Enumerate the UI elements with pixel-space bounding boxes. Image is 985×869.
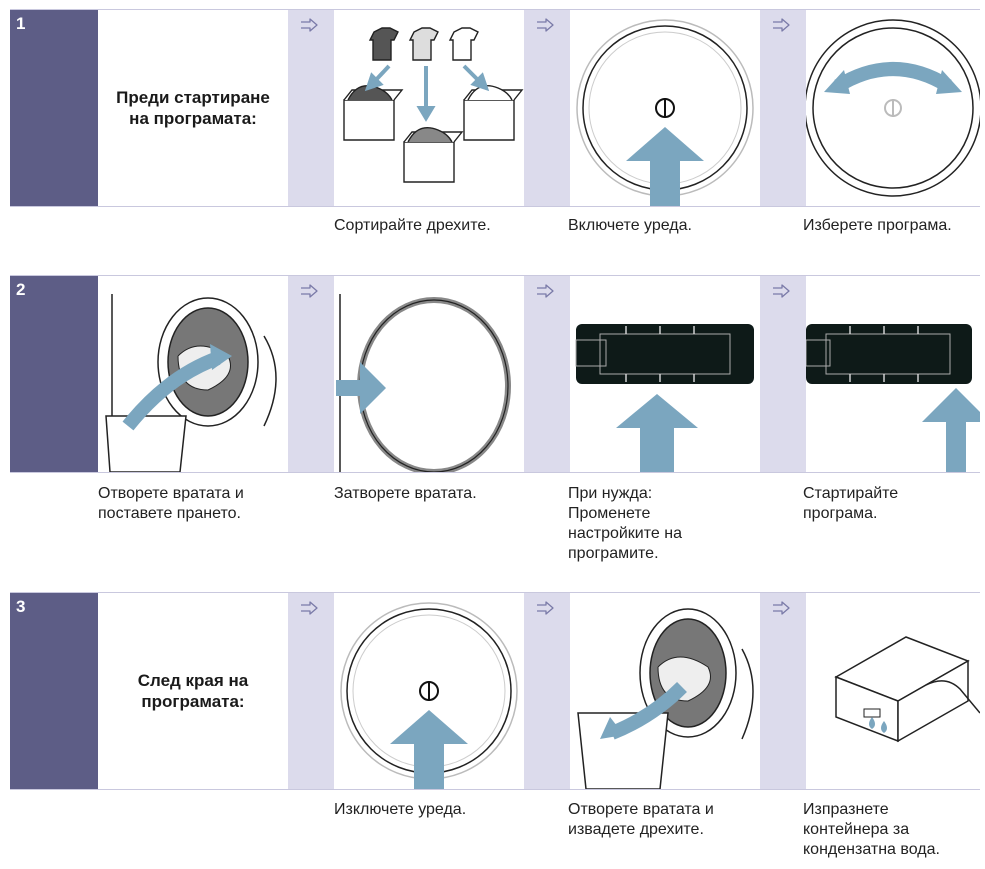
laundry-baskets-icon — [343, 27, 524, 183]
step-number-column: 1 — [10, 10, 98, 206]
step-caption: Сортирайте дрехите. — [334, 217, 491, 234]
step-caption: Отворете вратата и извадете дрехите. — [568, 801, 714, 838]
arrow-column — [288, 593, 334, 789]
step-number-column: 2 — [10, 276, 98, 472]
intro-text: Преди стартиране на програмата: — [98, 10, 288, 206]
step-caption: Изпразнете контейнера за кондензатна вод… — [803, 801, 940, 858]
right-arrow-icon — [536, 284, 554, 298]
right-arrow-icon — [300, 18, 318, 32]
arrow-column — [524, 276, 570, 472]
intro-text: След края на програмата: — [98, 593, 288, 789]
close-door-illustration — [334, 276, 524, 472]
right-arrow-icon — [300, 284, 318, 298]
step-caption: Включете уреда. — [568, 217, 692, 234]
sort-clothes-illustration — [334, 10, 524, 206]
water-container-icon — [834, 636, 980, 743]
right-arrow-icon — [300, 601, 318, 615]
step-number: 3 — [16, 597, 26, 616]
arrow-column — [760, 276, 806, 472]
step-caption: Изключете уреда. — [334, 801, 467, 818]
arrow-column — [288, 276, 334, 472]
arrow-column — [760, 593, 806, 789]
arrow-column — [524, 593, 570, 789]
step-row-2: 2 — [10, 275, 980, 473]
step-caption: Затворете вратата. — [334, 485, 477, 502]
open-door-unload-icon — [577, 608, 754, 789]
open-door-load-icon — [105, 294, 277, 472]
load-laundry-illustration — [98, 276, 288, 472]
control-panel-icon — [575, 324, 754, 472]
step-number: 2 — [16, 280, 26, 299]
start-button-icon — [806, 324, 980, 472]
step-row-3: 3 След края на програмата: — [10, 592, 980, 790]
arrow-column — [524, 10, 570, 206]
step-caption: Отворете вратата и поставете прането. — [98, 485, 244, 522]
power-knob-icon — [340, 602, 518, 789]
unload-laundry-illustration — [570, 593, 760, 789]
power-knob-icon — [576, 19, 754, 206]
step-number-column: 3 — [10, 593, 98, 789]
arrow-column — [760, 10, 806, 206]
right-arrow-icon — [536, 601, 554, 615]
power-off-illustration — [334, 593, 524, 789]
right-arrow-icon — [772, 18, 790, 32]
change-settings-illustration — [570, 276, 760, 472]
step-caption: Изберете програма. — [803, 217, 952, 234]
select-program-illustration — [806, 10, 980, 206]
closed-door-icon — [336, 294, 511, 472]
step-number: 1 — [16, 14, 26, 33]
step-row-1: 1 Преди стартиране на програмата: — [10, 9, 980, 207]
right-arrow-icon — [772, 601, 790, 615]
power-on-illustration — [570, 10, 760, 206]
step-caption: Стартирайте програма. — [803, 485, 899, 522]
step-caption: При нужда: Променете настройките на прог… — [568, 485, 682, 562]
right-arrow-icon — [772, 284, 790, 298]
start-program-illustration — [806, 276, 980, 472]
right-arrow-icon — [536, 18, 554, 32]
arrow-column — [288, 10, 334, 206]
empty-container-illustration — [806, 593, 980, 789]
program-dial-icon — [806, 19, 980, 197]
